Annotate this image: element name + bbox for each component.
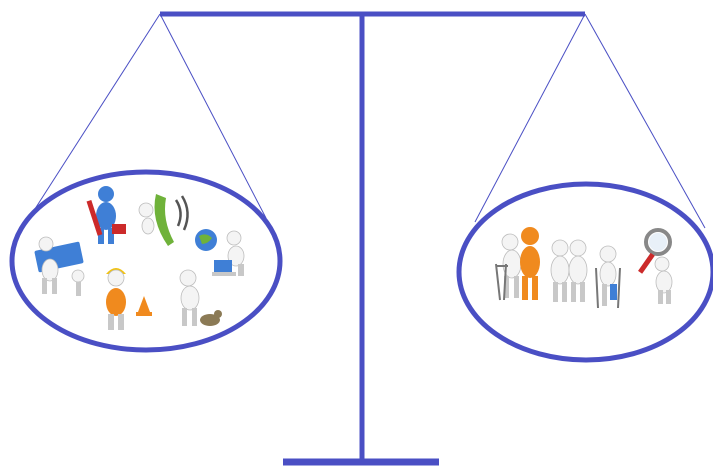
figure-with-magnifier-icon (638, 230, 672, 304)
helper-figure-orange-icon (520, 227, 540, 300)
plumber-with-wrench-icon (87, 186, 126, 244)
pan-strings (33, 14, 705, 228)
standing-group-icon (551, 240, 587, 302)
construction-worker-icon (106, 268, 152, 330)
figure-with-telephone-icon (139, 194, 188, 246)
left-pan (12, 172, 280, 350)
left-string-inner (160, 14, 266, 218)
figure-on-crutches-icon (596, 246, 620, 308)
figure-with-globe-laptop-icon (195, 229, 244, 276)
left-string-outer (33, 14, 160, 212)
figure-walking-dog-icon (180, 270, 222, 326)
elderly-with-walker-icon (496, 234, 521, 300)
figure-carrying-panel-icon (34, 237, 84, 296)
right-pan (459, 184, 713, 360)
